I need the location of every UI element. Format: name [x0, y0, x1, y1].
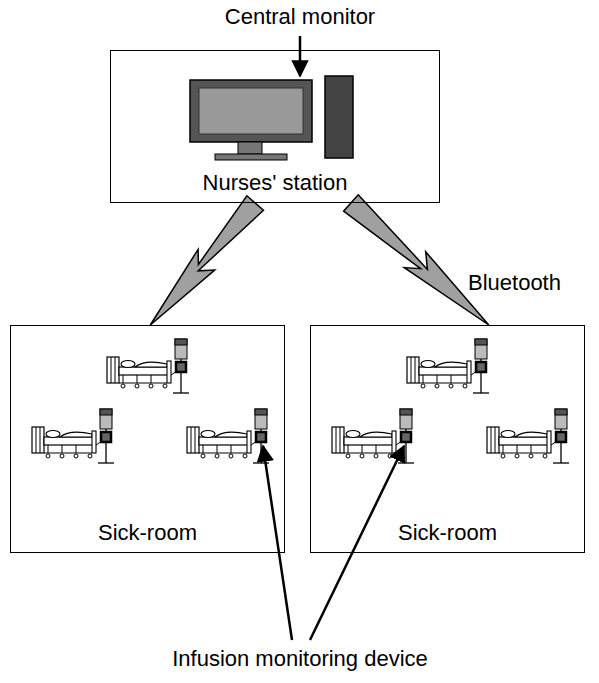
monitor-label: Central monitor: [225, 4, 375, 30]
device-label: Infusion monitoring device: [172, 646, 428, 672]
box-title: Sick-room: [98, 520, 197, 546]
box-title: Sick-room: [398, 520, 497, 546]
wireless-bolt: [150, 196, 263, 325]
box-title: Nurses' station: [203, 170, 348, 196]
room-box: Sick-room: [10, 325, 285, 553]
wireless-bolt: [344, 195, 489, 325]
station-box: Nurses' station: [110, 50, 440, 203]
room-box: Sick-room: [310, 325, 585, 553]
edge-label: Bluetooth: [466, 270, 563, 296]
